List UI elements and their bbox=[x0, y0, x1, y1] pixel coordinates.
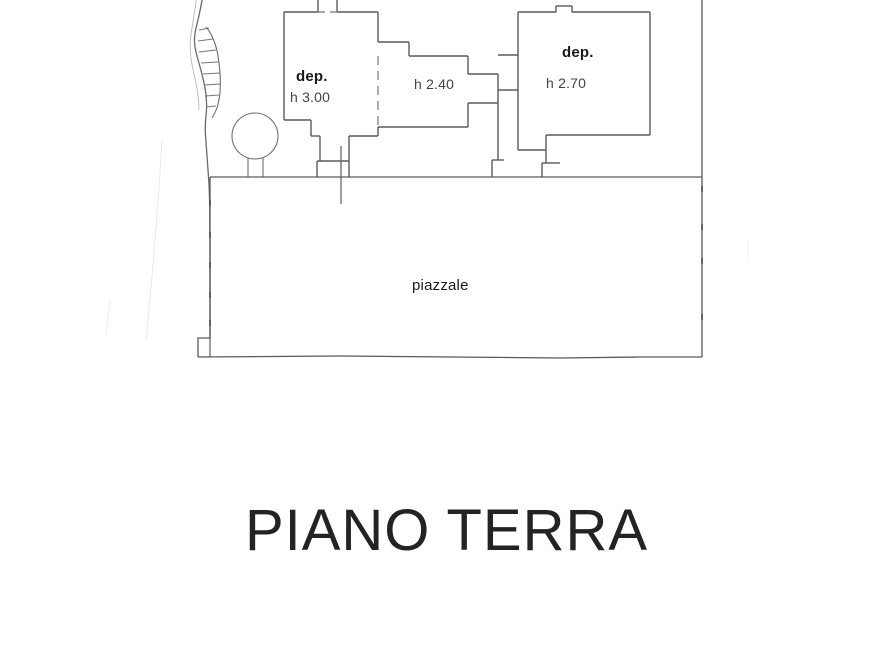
property-boundary-left bbox=[189, 0, 211, 357]
area-label-piazzale: piazzale bbox=[412, 277, 469, 294]
room-height-dep-right: h 2.70 bbox=[546, 75, 587, 91]
room-label-dep-right: dep. bbox=[562, 44, 594, 61]
piazzale-outline bbox=[197, 176, 703, 359]
dashed-partition bbox=[318, 11, 379, 127]
scan-artifact bbox=[105, 139, 749, 341]
room-height-middle: h 2.40 bbox=[414, 76, 455, 92]
wall-ticks bbox=[209, 186, 703, 326]
room-label-dep-left: dep. bbox=[296, 68, 328, 85]
curved-staircase bbox=[197, 26, 221, 119]
building-walls bbox=[283, 0, 651, 177]
room-height-dep-left: h 3.00 bbox=[290, 89, 331, 105]
circular-feature bbox=[231, 112, 279, 177]
sheet-title: PIANO TERRA bbox=[244, 498, 649, 563]
